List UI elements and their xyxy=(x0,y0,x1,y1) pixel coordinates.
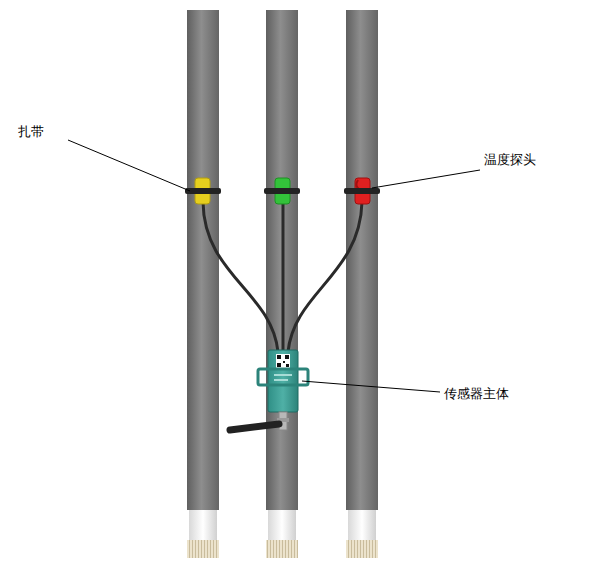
leader-line xyxy=(68,140,480,392)
cable xyxy=(187,10,219,558)
callout-label: 温度探头 xyxy=(484,152,536,168)
cable xyxy=(266,10,298,558)
probe-wire xyxy=(203,202,362,352)
callout-label: 传感器主体 xyxy=(444,386,509,402)
sensor-body xyxy=(230,350,308,430)
temperature-probe xyxy=(195,178,370,204)
cable xyxy=(346,10,378,558)
zip-tie xyxy=(185,188,380,194)
callout-label: 扎带 xyxy=(18,124,44,140)
